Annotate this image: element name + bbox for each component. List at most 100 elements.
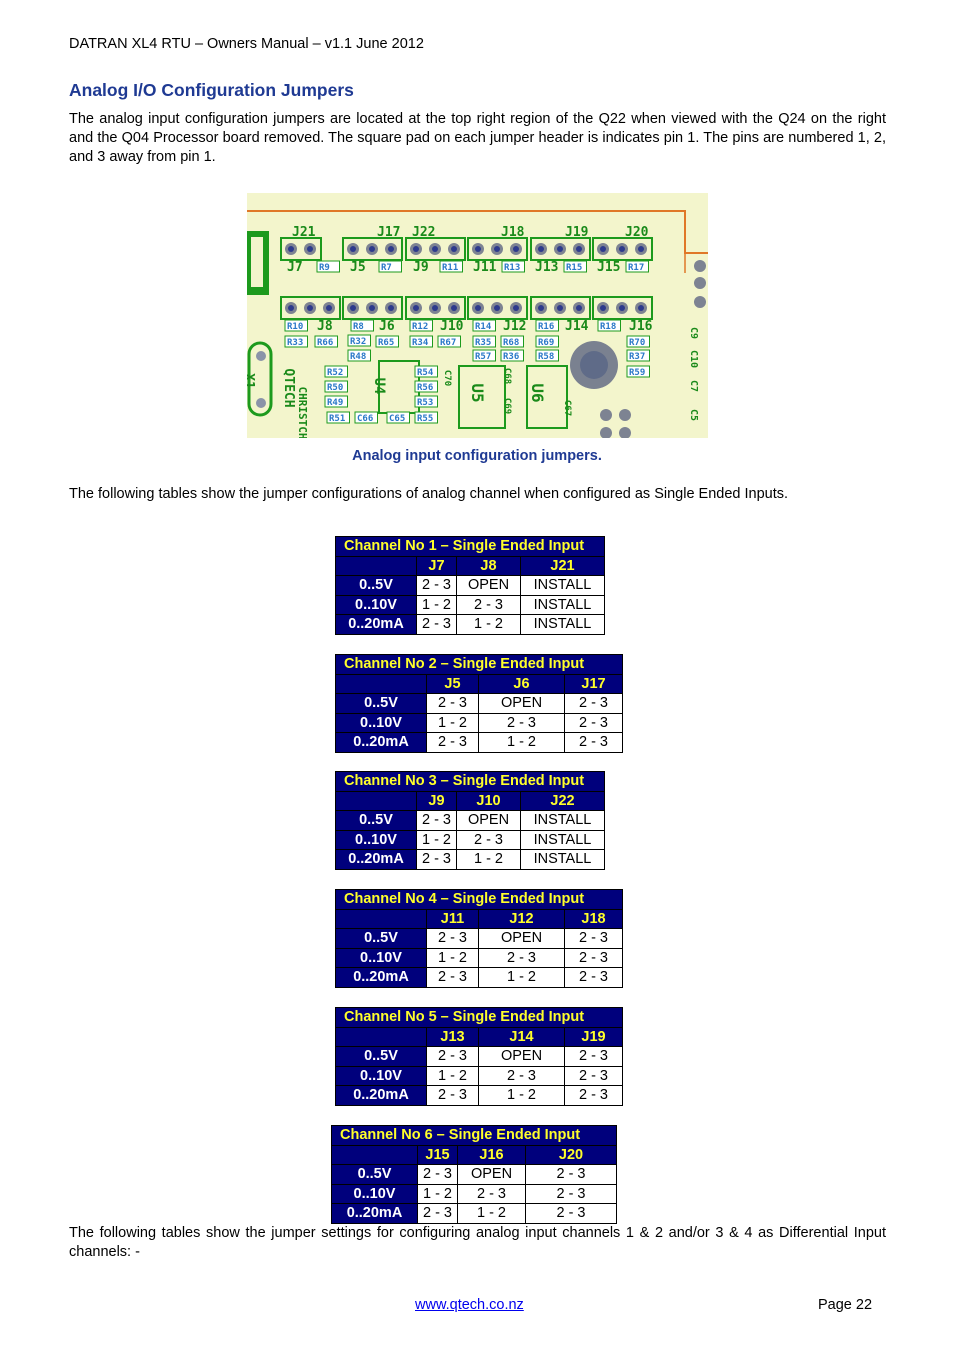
silkscreen-label: J20 [625, 225, 649, 240]
range-label: 0..10V [335, 829, 417, 850]
silkscreen-label: J5 [350, 260, 366, 275]
range-label: 0..5V [331, 1164, 418, 1185]
jumper-setting-cell: 2 - 3 [426, 928, 479, 949]
silkscreen-label: R56 [417, 383, 433, 393]
jumper-setting-cell: 1 - 2 [478, 967, 565, 988]
jumper-setting-cell: 2 - 3 [564, 1046, 623, 1067]
silkscreen-label: R14 [475, 322, 492, 332]
silkscreen-label: R36 [503, 352, 519, 362]
silkscreen-label: C70 [442, 370, 452, 386]
range-label: 0..20mA [335, 614, 417, 635]
jumper-setting-cell: 2 - 3 [456, 594, 521, 615]
range-label: 0..10V [335, 594, 417, 615]
range-label: 0..20mA [335, 849, 417, 870]
column-header: J12 [478, 908, 565, 929]
silkscreen-label: C69 [502, 398, 512, 414]
jumper-setting-cell: 2 - 3 [478, 712, 565, 733]
silkscreen-label: R10 [287, 322, 303, 332]
table-title: Channel No 3 – Single Ended Input [335, 771, 605, 792]
range-label: 0..20mA [335, 1085, 427, 1106]
silkscreen-label: R11 [442, 263, 458, 273]
range-label: 0..5V [335, 575, 417, 596]
jumper-setting-cell: 2 - 3 [416, 849, 457, 870]
silkscreen-label: R35 [475, 338, 491, 348]
jumper-setting-cell: 2 - 3 [564, 928, 623, 949]
silkscreen-label: CHRISTCH [296, 387, 309, 438]
range-label: 0..20mA [331, 1203, 418, 1224]
jumper-setting-cell: OPEN [456, 575, 521, 596]
silkscreen-label: R12 [412, 322, 428, 332]
range-label: 0..10V [331, 1183, 418, 1204]
silkscreen-label: R54 [417, 368, 434, 378]
silkscreen-label: R52 [327, 368, 343, 378]
silkscreen-label: R65 [378, 338, 394, 348]
silkscreen-label: R9 [319, 263, 330, 273]
silkscreen-label: J18 [501, 225, 525, 240]
column-header: J21 [520, 555, 605, 576]
range-label: 0..20mA [335, 967, 427, 988]
column-header: J9 [416, 790, 457, 811]
column-header: J16 [457, 1144, 526, 1165]
silkscreen-label: U5 [468, 383, 487, 402]
jumper-setting-cell: 1 - 2 [456, 614, 521, 635]
jumper-setting-cell: 2 - 3 [426, 693, 479, 714]
silkscreen-label: J13 [535, 260, 558, 275]
column-header: J5 [426, 673, 479, 694]
silkscreen-label: R57 [475, 352, 491, 362]
jumper-setting-cell: 1 - 2 [456, 849, 521, 870]
silkscreen-label: C68 [502, 368, 512, 384]
silkscreen-label: C5 [688, 409, 699, 421]
jumper-setting-cell: 1 - 2 [426, 947, 479, 968]
jumper-setting-cell: 2 - 3 [416, 575, 457, 596]
jumper-setting-cell: INSTALL [520, 614, 605, 635]
column-header: J6 [478, 673, 565, 694]
jumper-setting-cell: 1 - 2 [457, 1203, 526, 1224]
jumper-setting-cell: 2 - 3 [457, 1183, 526, 1204]
table-title: Channel No 5 – Single Ended Input [335, 1007, 623, 1028]
jumper-setting-cell: OPEN [478, 1046, 565, 1067]
jumper-setting-cell: 2 - 3 [478, 947, 565, 968]
column-header: J11 [426, 908, 479, 929]
silkscreen-label: J9 [413, 260, 429, 275]
silkscreen-label: X1 [247, 373, 256, 389]
intro-paragraph: The analog input configuration jumpers a… [69, 111, 886, 165]
jumper-setting-cell: 2 - 3 [564, 712, 623, 733]
silkscreen-label: R7 [381, 263, 392, 273]
silkscreen-label: R37 [629, 352, 645, 362]
table-intro: The following tables show the jumper con… [69, 486, 789, 502]
running-header: DATRAN XL4 RTU – Owners Manual – v1.1 Ju… [69, 36, 424, 52]
jumper-setting-cell: 1 - 2 [416, 594, 457, 615]
jumper-setting-cell: 2 - 3 [525, 1164, 617, 1185]
jumper-setting-cell: 2 - 3 [417, 1164, 458, 1185]
silkscreen-label: C65 [389, 414, 405, 424]
silkscreen-label: R50 [327, 383, 343, 393]
jumper-setting-cell: 2 - 3 [426, 967, 479, 988]
range-label: 0..10V [335, 947, 427, 968]
silkscreen-label: J11 [473, 260, 497, 275]
jumper-setting-cell: 2 - 3 [416, 614, 457, 635]
jumper-setting-cell: INSTALL [520, 575, 605, 596]
silkscreen-label: J7 [287, 260, 303, 275]
silkscreen-label: U6 [528, 383, 547, 402]
table-title: Channel No 2 – Single Ended Input [335, 654, 623, 675]
website-link[interactable]: www.qtech.co.nz [415, 1297, 524, 1313]
jumper-setting-cell: 2 - 3 [564, 693, 623, 714]
silkscreen-label: R49 [327, 398, 343, 408]
silkscreen-label: J22 [412, 225, 435, 240]
section-heading: Analog I/O Configuration Jumpers [69, 80, 354, 100]
jumper-setting-cell: 1 - 2 [478, 732, 565, 753]
